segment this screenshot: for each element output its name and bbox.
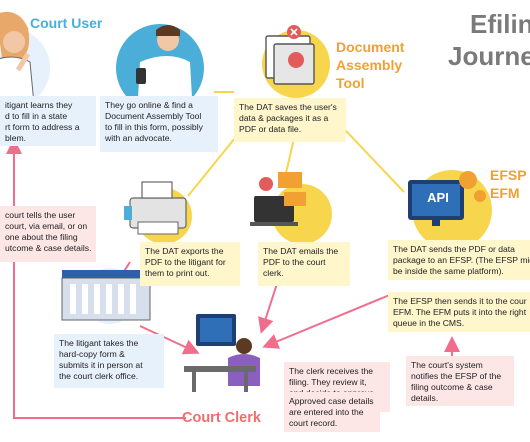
api-label: API	[427, 190, 449, 205]
court-user-label: Court User	[30, 15, 103, 31]
dat-label: Document Assembly Tool	[336, 39, 405, 91]
box-dat-exports: The DAT exports the PDF to the litigant …	[140, 242, 240, 286]
box-approved: Approved case details are entered into t…	[284, 392, 380, 432]
title-line-2: Journe	[448, 41, 530, 71]
efsp-label: EFSP / EFM	[490, 167, 527, 201]
document-assembly-icon	[262, 25, 330, 98]
clerk-desk-icon	[184, 314, 260, 392]
man-phone-icon	[116, 24, 204, 112]
box-system-notifies: The court's system notifies the EFSP of …	[406, 356, 514, 406]
court-clerk-label: Court Clerk	[182, 410, 261, 426]
box-efsp-sends: The EFSP then sends it to the cour EFM. …	[388, 292, 530, 332]
box-dat-sends: The DAT sends the PDF or data package to…	[388, 240, 530, 280]
flow-line-takes-to-clerk	[139, 325, 200, 355]
api-monitor-icon	[408, 170, 492, 250]
box-litigant-takes: The litigant takes the hard-copy form & …	[54, 334, 164, 388]
printer-icon	[124, 181, 192, 244]
box-online: They go online & find a Document Assembl…	[100, 96, 218, 152]
box-dat-emails: The DAT emails the PDF to the court cler…	[258, 242, 350, 286]
box-litigant-learns: itigant learns they d to fill in a state…	[0, 96, 96, 146]
box-court-tells: court tells the user court, via email, o…	[0, 206, 96, 262]
laptop-email-icon	[250, 172, 332, 244]
woman-thinking-icon	[0, 11, 50, 108]
title-line-1: Efilin	[470, 9, 530, 39]
flow-line-efsp-to-clerk	[262, 293, 393, 349]
courthouse-icon	[61, 268, 151, 324]
box-dat-saves: The DAT saves the user's data & packages…	[234, 98, 346, 142]
